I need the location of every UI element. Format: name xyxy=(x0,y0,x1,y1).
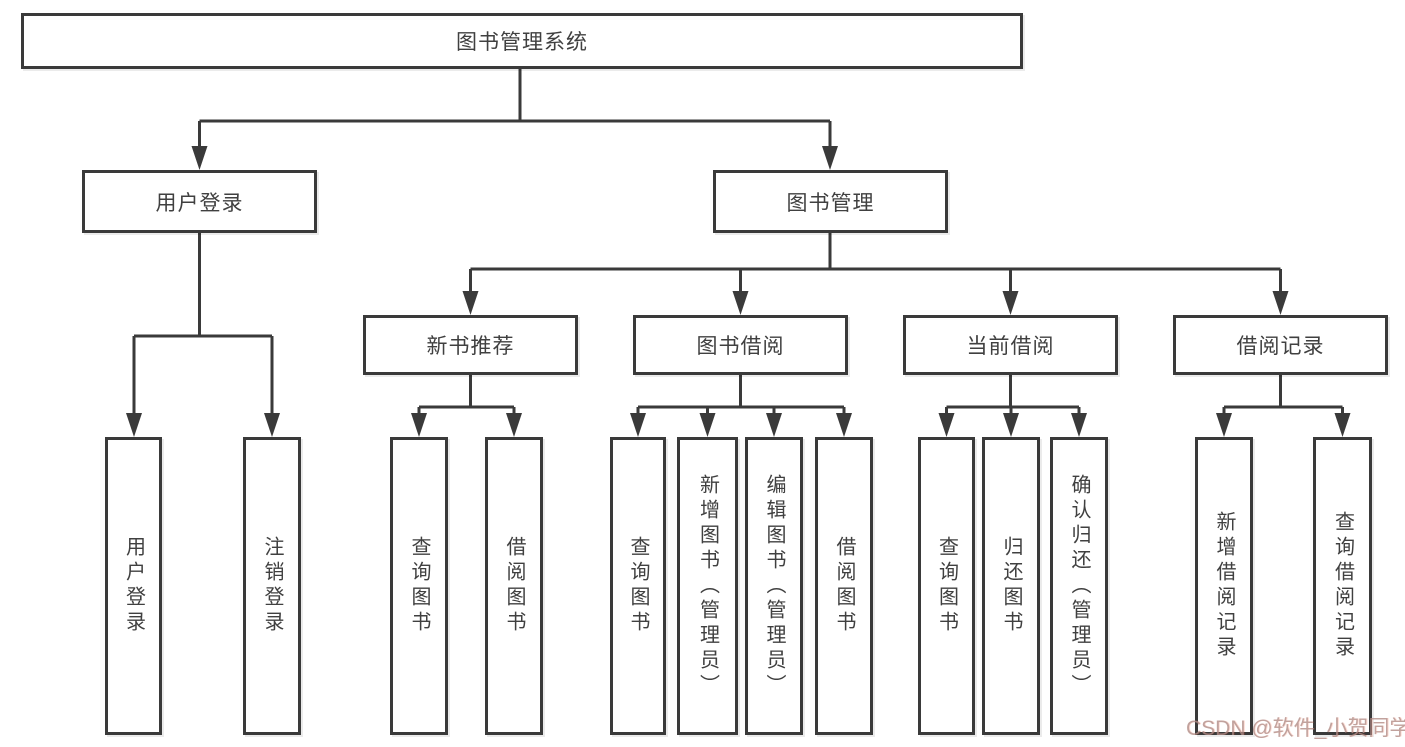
arrow-down-icon xyxy=(1334,413,1351,437)
leaf-borrow-books-recommend: 借阅图书 xyxy=(485,437,543,735)
leaf-confirm-return-admin: 确认归还（管理员） xyxy=(1050,437,1108,735)
leaf-query-books-recommend: 查询图书 xyxy=(390,437,448,735)
connector-new-book-to-leaves xyxy=(417,375,516,418)
arrowheads xyxy=(126,146,1351,437)
arrow-down-icon xyxy=(411,413,427,437)
arrow-down-icon xyxy=(191,146,208,170)
arrow-down-icon xyxy=(836,413,852,437)
connector-book-mgmt-to-level3 xyxy=(469,233,1282,295)
node-current-borrow: 当前借阅 xyxy=(903,315,1118,375)
arrow-down-icon xyxy=(1071,413,1087,437)
connector-root-to-level2 xyxy=(198,68,832,150)
arrow-down-icon xyxy=(822,146,838,170)
node-user-login: 用户登录 xyxy=(82,170,317,233)
leaf-add-borrow-record: 新增借阅记录 xyxy=(1195,437,1253,735)
leaf-query-books-borrow: 查询图书 xyxy=(610,437,666,735)
arrow-down-icon xyxy=(1272,291,1289,315)
connector-borrow-record-to-leaves xyxy=(1222,375,1344,418)
leaf-return-books: 归还图书 xyxy=(982,437,1040,735)
leaf-user-login: 用户登录 xyxy=(105,437,162,735)
node-borrow-records: 借阅记录 xyxy=(1173,315,1388,375)
node-book-borrow: 图书借阅 xyxy=(633,315,848,375)
arrow-down-icon xyxy=(630,413,646,437)
leaf-query-borrow-record: 查询借阅记录 xyxy=(1313,437,1372,735)
node-book-management: 图书管理 xyxy=(713,170,948,233)
arrow-down-icon xyxy=(264,413,280,437)
leaf-borrow-books: 借阅图书 xyxy=(815,437,873,735)
arrow-down-icon xyxy=(766,413,782,437)
arrow-down-icon xyxy=(1002,291,1019,315)
node-new-book-recommend: 新书推荐 xyxy=(363,315,578,375)
arrow-down-icon xyxy=(938,413,955,437)
arrow-down-icon xyxy=(732,291,749,315)
connector-user-login-to-leaves xyxy=(132,233,274,417)
arrow-down-icon xyxy=(506,413,522,437)
arrow-down-icon xyxy=(699,413,716,437)
leaf-edit-books-admin: 编辑图书（管理员） xyxy=(745,437,803,735)
connector-current-borrow-to-leaves xyxy=(945,375,1081,418)
arrow-down-icon xyxy=(1003,413,1019,437)
arrow-down-icon xyxy=(1216,413,1232,437)
connector-book-borrow-to-leaves xyxy=(636,375,846,418)
node-root-system: 图书管理系统 xyxy=(21,13,1023,69)
csdn-watermark: CSDN @软件_小贺同学 xyxy=(1186,717,1405,740)
arrow-down-icon xyxy=(126,413,142,437)
leaf-query-books-current: 查询图书 xyxy=(918,437,975,735)
arrow-down-icon xyxy=(462,291,479,315)
leaf-add-books-admin: 新增图书（管理员） xyxy=(677,437,738,735)
leaf-logout: 注销登录 xyxy=(243,437,301,735)
